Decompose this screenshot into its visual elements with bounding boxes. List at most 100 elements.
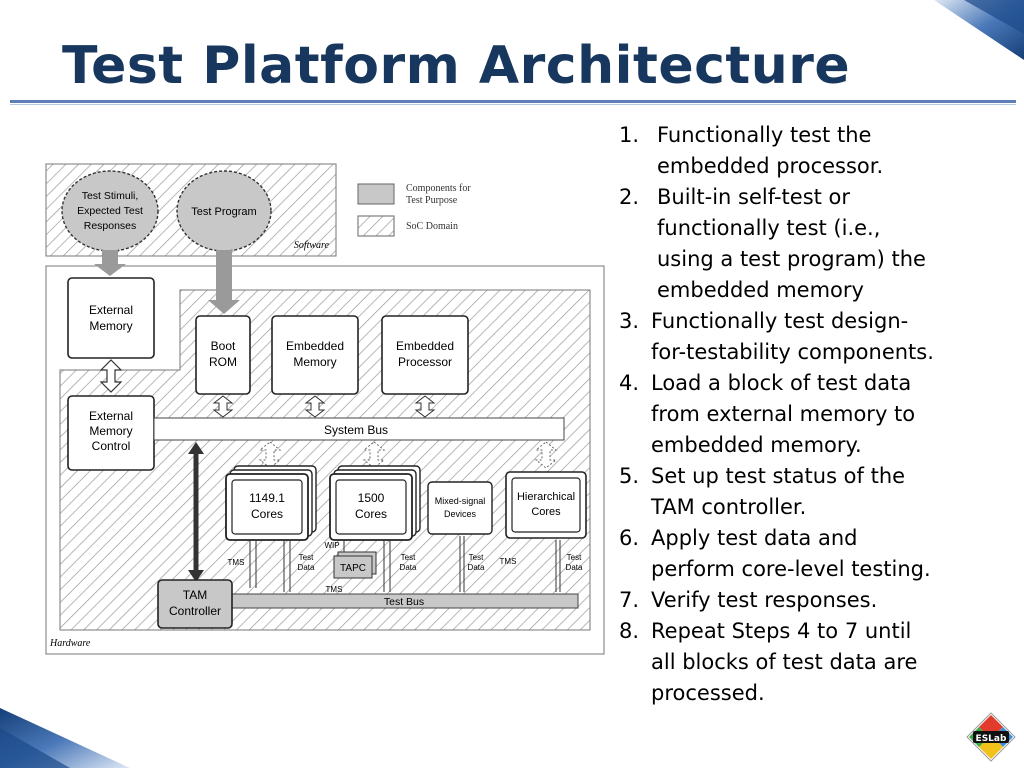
step-text: Set up test status of the TAM controller… [651,464,906,519]
arrow-stimuli-to-memory [94,250,126,276]
boot-rom-line1: Boot [211,339,236,353]
step-number: 6. [619,526,640,550]
embedded-processor-line1: Embedded [396,339,454,353]
slide-title: Test Platform Architecture [62,36,851,96]
step-item: 6. Apply test data and perform core-level… [619,523,1019,585]
cores-1149-stack [225,465,317,541]
test-data-label-2-line1: Test [401,553,416,562]
external-memory-control-line3: Control [92,439,131,453]
legend-test-purpose-swatch [357,183,395,205]
hardware-label: Hardware [49,638,91,649]
step-number: 4. [619,371,640,395]
step-text: Repeat Steps 4 to 7 until all blocks of … [651,619,918,705]
step-text: Functionally test design- for-testabilit… [651,309,934,364]
cores-1149-line2: Cores [251,507,283,521]
step-item: 2. Built-in self-test or functionally tes… [619,182,1019,306]
test-data-label-1-line2: Data [298,563,315,572]
eslab-logo: ESLab [966,712,1016,762]
hierarchical-cores-line2: Cores [531,506,561,518]
cores-1500-line2: Cores [355,507,387,521]
step-number: 7. [619,588,640,612]
arrow-embmem-bus [304,395,326,418]
title-underline-thin [10,104,1016,105]
test-stimuli-line3: Responses [84,220,137,232]
mixed-signal-line1: Mixed-signal [435,496,486,506]
arrow-extmem-control [99,359,123,393]
cores-1500-line1: 1500 [358,491,385,505]
arrow-program-to-bootrom [208,250,240,314]
step-text: Apply test data and perform core-level t… [651,526,931,581]
arrow-embproc-bus [414,395,436,418]
tam-controller-box [157,579,233,629]
test-stimuli-line2: Expected Test [77,205,143,217]
step-number: 2. [619,185,640,209]
boot-rom-line2: ROM [209,355,237,369]
architecture-diagram: Software Components for Test Purpose SoC… [45,163,605,655]
title-underline [10,100,1016,103]
arrow-bootrom-bus [212,395,234,418]
tam-controller-line2: Controller [169,604,221,618]
wip-label: WIP [324,541,339,550]
step-item: 4. Load a block of test data from externa… [619,368,1019,461]
step-item: 5. Set up test status of the TAM controll… [619,461,1019,523]
test-stimuli-line1: Test Stimuli, [82,190,139,202]
tapc-label: TAPC [340,563,366,574]
test-data-label-2-line2: Data [400,563,417,572]
test-data-label-3-line1: Test [469,553,484,562]
eslab-logo-text: ESLab [976,734,1007,744]
embedded-processor-line2: Processor [398,355,452,369]
hierarchical-cores-line1: Hierarchical [517,491,575,503]
test-data-label-4-line1: Test [567,553,582,562]
step-text: Load a block of test data from external … [651,371,916,457]
corner-decoration-top-right [934,0,1024,60]
software-label: Software [294,240,330,251]
cores-1500-stack [329,465,421,541]
embedded-memory-box [271,315,359,395]
step-number: 5. [619,464,640,488]
step-text: Functionally test the embedded processor… [657,123,884,178]
tms-label-2: TMS [500,557,517,566]
step-item: 1. Functionally test the embedded process… [619,120,1019,182]
embedded-memory-line2: Memory [293,355,336,369]
step-item: 8. Repeat Steps 4 to 7 until all blocks o… [619,616,1019,709]
legend-soc-domain-swatch [357,215,395,237]
boot-rom-box [195,315,251,395]
external-memory-control-line1: External [89,409,133,423]
step-text: Verify test responses. [651,588,878,612]
mixed-signal-line2: Devices [444,509,477,519]
legend-test-purpose-line2: Test Purpose [406,195,458,206]
step-item: 7. Verify test responses. [619,585,1019,616]
external-memory-control-line2: Memory [89,424,132,438]
embedded-processor-box [381,315,469,395]
system-bus-label: System Bus [324,423,388,437]
signal-lines [249,536,561,592]
external-memory-line2: Memory [89,319,132,333]
bus-to-cores-arrows [258,441,558,469]
test-program-oval [176,170,272,252]
tms-label-3: TMS [326,585,343,594]
step-number: 8. [619,619,640,643]
cores-1149-line1: 1149.1 [249,491,285,505]
external-memory-box [67,277,155,359]
step-text: Built-in self-test or functionally test … [657,185,926,302]
arrow-control-tam-head-bottom [188,570,204,582]
embedded-memory-line1: Embedded [286,339,344,353]
test-data-label-3-line2: Data [468,563,485,572]
arrow-control-tam-head-top [188,442,204,454]
tms-label-1: TMS [228,558,245,567]
tapc-stack [333,551,377,579]
step-number: 3. [619,309,640,333]
test-data-label-1-line1: Test [299,553,314,562]
steps-list: 1. Functionally test the embedded process… [619,120,1019,709]
step-number: 1. [619,123,640,147]
tam-controller-line1: TAM [183,588,207,602]
test-bus-label: Test Bus [384,596,424,608]
hierarchical-cores-inner [511,477,581,533]
corner-decoration-bottom-left [0,708,130,768]
step-item: 3. Functionally test design- for-testabil… [619,306,1019,368]
mixed-signal-box [427,481,493,535]
test-data-label-4-line2: Data [566,563,583,572]
external-memory-line1: External [89,303,133,317]
test-program-label: Test Program [191,206,256,218]
system-bus [153,417,565,441]
